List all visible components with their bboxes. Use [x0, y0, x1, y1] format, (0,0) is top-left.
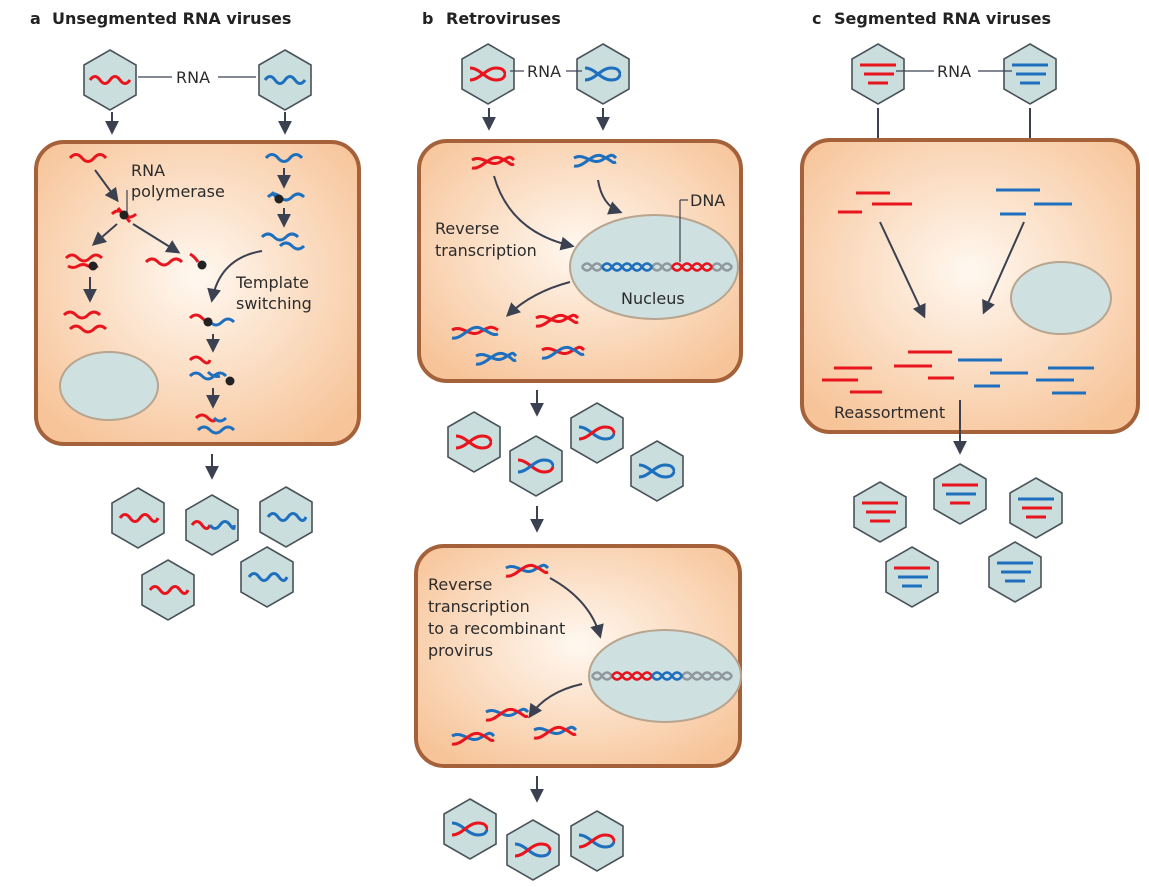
rt-recombinant-label-1: Reverse [428, 575, 492, 594]
progeny-virion [141, 559, 195, 621]
retrovirus-red [461, 43, 515, 105]
reassortment-label: Reassortment [834, 403, 945, 422]
progeny-retrovirus [570, 402, 624, 464]
recombinant-virion [506, 819, 560, 881]
virion-red [83, 49, 137, 111]
retrovirus-blue [576, 43, 630, 105]
reassortant-virion [988, 541, 1042, 603]
progeny-retrovirus [509, 435, 563, 497]
panel-b-letter: b [422, 9, 433, 28]
rna-polymerase-label-1: RNA [131, 161, 165, 180]
panel-a-title: Unsegmented RNA viruses [52, 9, 291, 28]
nucleus-a [59, 351, 159, 421]
nucleus-c [1010, 261, 1112, 335]
dna-label: DNA [690, 191, 725, 210]
nucleus-b2 [588, 629, 742, 723]
progeny-retrovirus [447, 411, 501, 473]
reverse-transcription-label-1: Reverse [435, 219, 499, 238]
rna-label-b: RNA [527, 62, 561, 81]
panel-b: RNA Nucleus DNA Reverse transcription [414, 43, 743, 881]
host-cell-c [800, 138, 1140, 434]
rna-polymerase-label-2: polymerase [131, 182, 225, 201]
progeny-virion [259, 486, 313, 548]
segmented-virus-red [851, 43, 905, 105]
progeny-virion [111, 487, 165, 549]
rna-label-c: RNA [937, 62, 971, 81]
rt-recombinant-label-4: provirus [428, 641, 493, 660]
rt-recombinant-label-2: transcription [428, 597, 530, 616]
template-switching-label-1: Template [235, 273, 309, 292]
recombinant-virion [443, 798, 497, 860]
recombinant-provirus [590, 671, 734, 681]
panel-c-letter: c [812, 9, 821, 28]
panel-c: RNA Reassortment [800, 43, 1140, 608]
integrated-dna [580, 262, 734, 272]
rna-label-a: RNA [176, 68, 210, 87]
nucleus-label: Nucleus [621, 289, 685, 308]
panel-b-title: Retroviruses [446, 9, 561, 28]
virion-blue [258, 49, 312, 111]
rt-recombinant-label-3: to a recombinant [428, 619, 565, 638]
panel-c-title: Segmented RNA viruses [834, 9, 1051, 28]
progeny-virion [185, 494, 239, 556]
template-switching-label-2: switching [236, 294, 312, 313]
segmented-virus-blue [1003, 43, 1057, 105]
panel-a-letter: a [30, 9, 41, 28]
reassortant-virion [1009, 477, 1063, 539]
panel-a: RNA RNA polymerase [34, 49, 361, 621]
reassortant-virion [933, 463, 987, 525]
reassortant-virion [885, 546, 939, 608]
progeny-retrovirus [630, 440, 684, 502]
reassortant-virion [853, 481, 907, 543]
progeny-virion [240, 546, 294, 608]
reverse-transcription-label-2: transcription [435, 241, 537, 260]
recombinant-virion [570, 810, 624, 872]
nucleus-b1 [569, 214, 739, 320]
